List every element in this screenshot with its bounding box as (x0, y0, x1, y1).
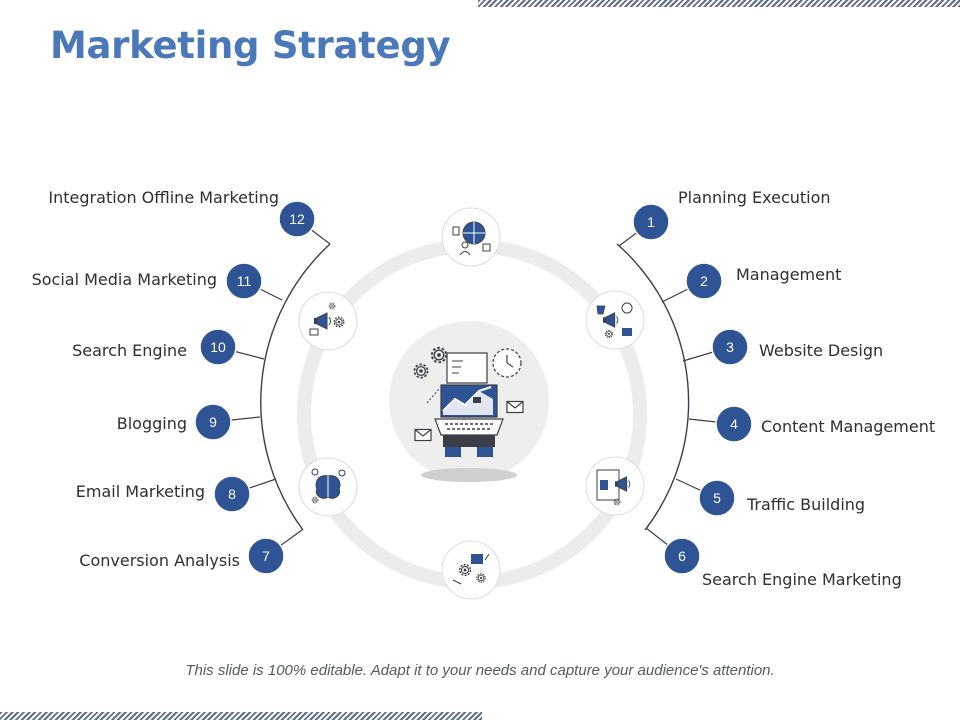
number-marker-6: 6 (663, 537, 701, 575)
number-marker-7: 7 (247, 537, 285, 575)
svg-text:11: 11 (237, 273, 252, 289)
cart-megaphone-icon (585, 290, 645, 350)
svg-text:2: 2 (700, 273, 708, 289)
label-12: Integration Offline Marketing (48, 188, 279, 207)
label-4: Content Management (761, 417, 935, 436)
svg-text:9: 9 (209, 414, 217, 430)
item-labels: Planning Execution Management Website De… (32, 188, 936, 589)
number-marker-12: 12 (278, 200, 316, 238)
label-5: Traffic Building (746, 495, 865, 514)
label-1: Planning Execution (678, 188, 831, 207)
svg-text:4: 4 (730, 416, 738, 432)
label-2: Management (736, 265, 841, 284)
left-arc (260, 243, 331, 531)
svg-text:1: 1 (647, 214, 655, 230)
number-marker-2: 2 (685, 262, 723, 300)
brain-gear-icon (298, 457, 358, 517)
label-7: Conversion Analysis (79, 551, 240, 570)
svg-text:5: 5 (713, 490, 721, 506)
megaphone-gear-icon (298, 291, 358, 351)
right-arc (616, 243, 690, 531)
number-marker-8: 8 (213, 475, 251, 513)
svg-text:12: 12 (289, 211, 305, 227)
svg-text:3: 3 (726, 339, 734, 355)
number-marker-11: 11 (225, 262, 263, 300)
web-megaphone-icon (585, 456, 645, 516)
number-marker-5: 5 (698, 479, 736, 517)
top-hatch-decoration (478, 0, 960, 7)
gears-network-icon (441, 540, 501, 600)
svg-text:6: 6 (678, 548, 686, 564)
label-8: Email Marketing (76, 482, 205, 501)
page-title: Marketing Strategy (50, 24, 451, 67)
label-10: Search Engine (72, 341, 187, 360)
svg-text:8: 8 (228, 486, 236, 502)
bottom-hatch-decoration (0, 712, 482, 720)
number-marker-1: 1 (632, 203, 670, 241)
label-3: Website Design (759, 341, 883, 360)
label-6: Search Engine Marketing (702, 570, 902, 589)
label-9: Blogging (117, 414, 187, 433)
team-globe-icon (441, 207, 501, 267)
number-marker-4: 4 (715, 405, 753, 443)
laptop-marketing-icon (389, 321, 549, 482)
number-marker-10: 10 (199, 328, 237, 366)
number-marker-3: 3 (711, 328, 749, 366)
footer-note: This slide is 100% editable. Adapt it to… (185, 662, 775, 679)
label-11: Social Media Marketing (32, 270, 217, 289)
svg-text:10: 10 (210, 339, 226, 355)
svg-text:7: 7 (262, 548, 270, 564)
number-marker-9: 9 (194, 403, 232, 441)
